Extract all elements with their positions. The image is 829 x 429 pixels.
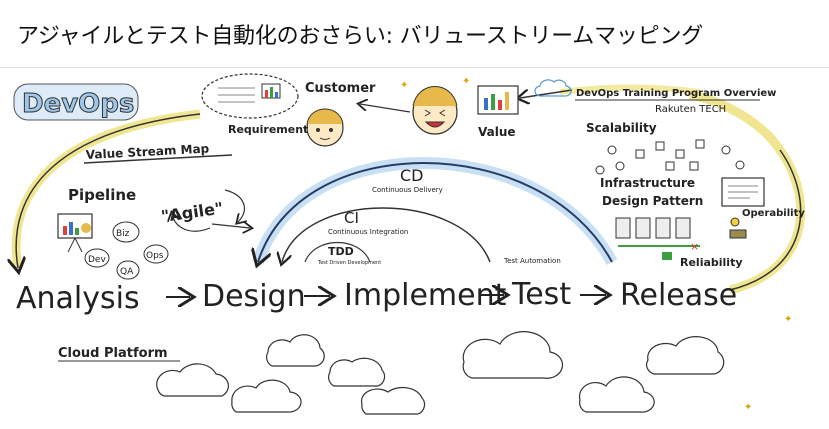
pipeline-label: Pipeline <box>68 186 136 204</box>
feedback-arcs: CD Continuous Delivery CI Continuous Int… <box>258 157 618 266</box>
training-org: Rakuten TECH <box>655 104 726 115</box>
role-qa: QA <box>120 267 134 277</box>
value-stream-map-label: Value Stream Map <box>85 142 210 162</box>
tdd-label: TDD <box>328 245 354 258</box>
flow-implement: Implement <box>344 278 507 313</box>
svg-text:✦: ✦ <box>744 402 752 413</box>
test-automation-label: Test Automation <box>503 257 561 265</box>
role-ops: Ops <box>146 251 164 261</box>
role-biz: Biz <box>116 229 130 239</box>
design-pattern-label: Design Pattern <box>602 194 703 208</box>
svg-text:×: × <box>690 240 699 253</box>
infrastructure-label: Infrastructure <box>600 176 695 190</box>
ci-sub: Continuous Integration <box>328 228 408 236</box>
reliability-label: Reliability <box>680 256 743 269</box>
pipeline-area: Pipeline Biz Ops Dev QA "Agile" <box>57 186 250 280</box>
cloud-platform-label: Cloud Platform <box>58 346 168 361</box>
scalability-label: Scalability <box>586 121 657 135</box>
cd-sub: Continuous Delivery <box>372 186 443 194</box>
customer-area: Customer Requirement <box>201 73 376 147</box>
agile-label: "Agile" <box>160 198 224 225</box>
slide-title: アジャイルとテスト自動化のおさらい: バリューストリームマッピング <box>17 24 704 49</box>
flow-analysis: Analysis <box>16 281 140 316</box>
infrastructure-area: Scalability Infrastructure Design Patter… <box>586 121 805 269</box>
flow-design: Design <box>202 279 306 314</box>
requirement-label: Requirement <box>228 123 308 136</box>
value-stream-map-underline <box>83 154 233 164</box>
value-area: Value ✦ ✦ <box>400 76 572 139</box>
svg-text:✦: ✦ <box>784 314 792 325</box>
svg-text:✦: ✦ <box>462 76 470 87</box>
training-header: DevOps Training Program Overview Rakuten… <box>575 88 776 115</box>
value-stream-flow: Analysis Design Implement Test Release <box>16 277 737 316</box>
yellow-feedback-arrows <box>16 84 806 295</box>
value-label: Value <box>478 125 516 139</box>
devops-text: DevOps <box>22 89 134 119</box>
flow-test: Test <box>511 277 571 312</box>
ci-label: CI <box>344 209 359 227</box>
svg-text:✦: ✦ <box>400 80 408 91</box>
customer-label: Customer <box>305 81 376 96</box>
title-divider <box>0 67 829 68</box>
cd-label: CD <box>400 166 424 185</box>
operability-label: Operability <box>742 208 805 219</box>
flow-release: Release <box>620 278 737 313</box>
training-title: DevOps Training Program Overview <box>576 88 776 99</box>
role-dev: Dev <box>88 255 106 265</box>
cloud-platform: Cloud Platform ✦ ✦ <box>58 314 792 415</box>
devops-logo: DevOps <box>13 83 139 121</box>
tdd-sub: Test Driven Development <box>317 260 381 266</box>
